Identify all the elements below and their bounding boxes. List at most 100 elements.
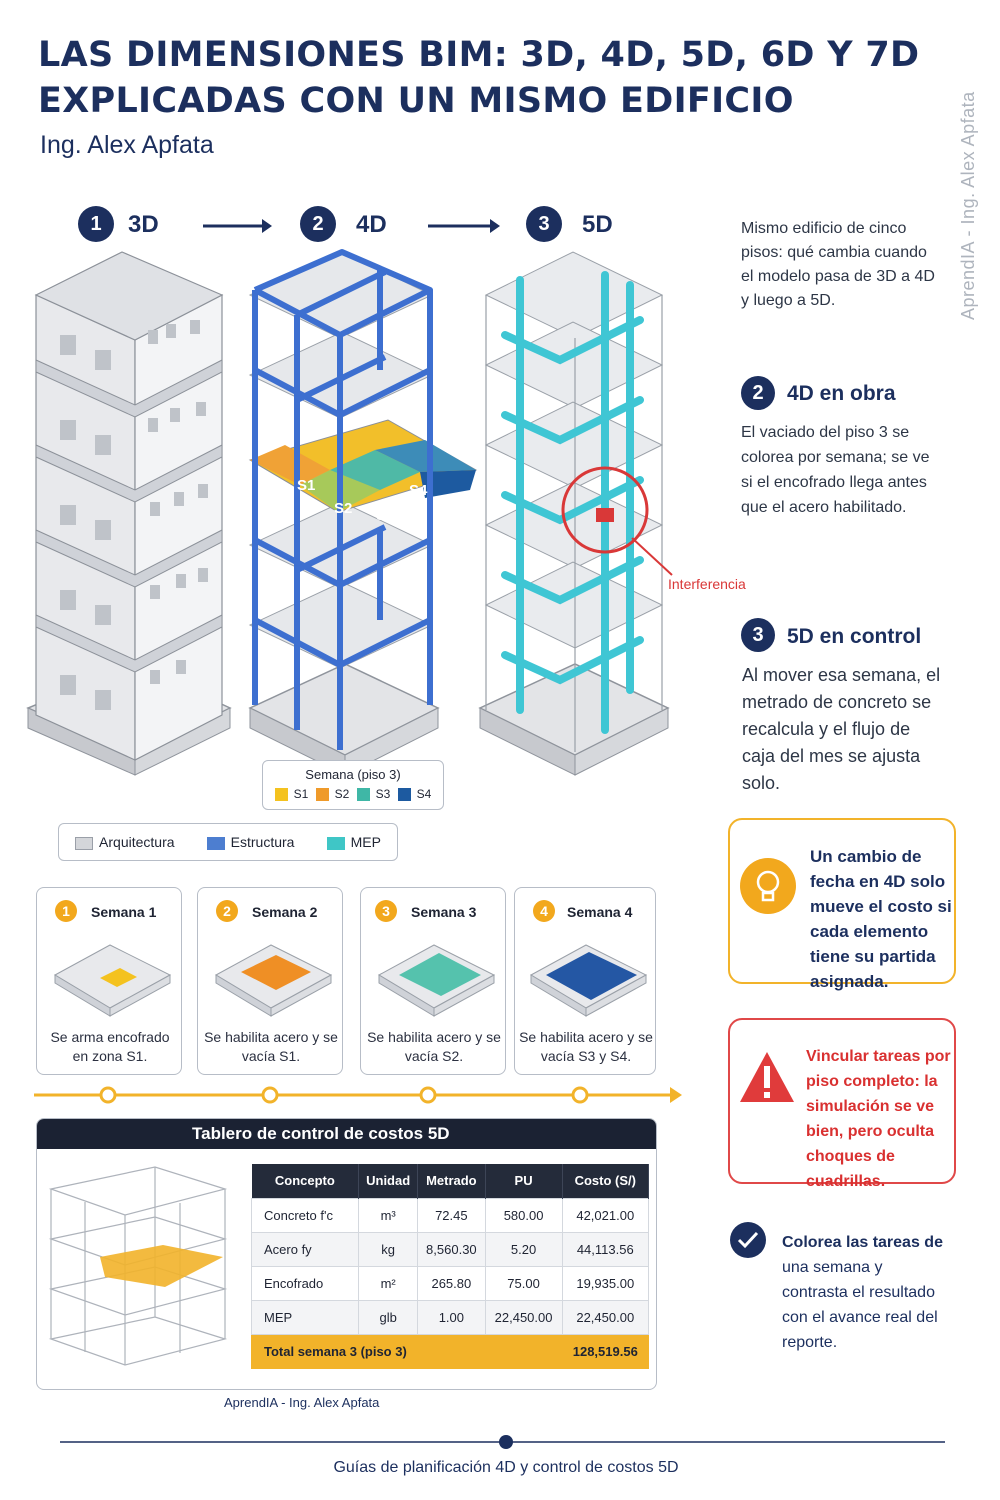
week-3-floor-icon (377, 944, 496, 1017)
building-3d-architecture (26, 251, 232, 776)
timeline (34, 1086, 682, 1104)
timeline-node (571, 1086, 589, 1104)
column-header: Metrado (417, 1164, 486, 1198)
column-header: Costo (S/) (562, 1164, 650, 1198)
week-2-text: Se habilita acero y se vacía S1. (204, 1029, 338, 1064)
lightbulb-icon (740, 858, 796, 914)
table-cell: 580.00 (484, 1197, 563, 1233)
table-cell: 5.20 (484, 1231, 563, 1267)
week-legend-title: Semana (piso 3) (305, 767, 401, 782)
table-row: Encofrado m² 265.80 75.00 19,935.00 (250, 1265, 650, 1301)
building-4d-structure (248, 249, 478, 776)
timeline-node (419, 1086, 437, 1104)
column-header: Concepto (251, 1164, 360, 1198)
timeline-node (99, 1086, 117, 1104)
table-cell: 8,560.30 (417, 1231, 486, 1267)
week-1-title: Semana 1 (91, 904, 157, 920)
section-5d-title: 5D en control (787, 625, 922, 648)
dashboard-title: Tablero de control de costos 5D (37, 1119, 656, 1149)
legend-item-estructura: Estructura (206, 834, 294, 850)
week-card-1: 1 Semana 1 Se arma encofrado en zona S1. (36, 887, 182, 1075)
week-card-4: 4 Semana 4 Se habilita acero y se vacía … (514, 887, 656, 1075)
check-icon (730, 1222, 766, 1258)
swatch-icon (326, 836, 345, 850)
warning-text: Vincular tareas por piso completo: la si… (806, 1048, 951, 1190)
legend-item-s4: S4 (397, 787, 431, 802)
step-1-label: 3D (128, 211, 159, 238)
intro-text: Mismo edificio de cinco pisos: qué cambi… (741, 220, 935, 309)
table-row: Concreto f'c m³ 72.45 580.00 42,021.00 (250, 1197, 650, 1233)
table-cell: Concreto f'c (250, 1197, 360, 1233)
step-2-label: 4D (356, 211, 387, 238)
week-3-badge: 3 (375, 900, 397, 922)
dashboard-building-icon (48, 1166, 228, 1366)
table-cell: 1.00 (417, 1299, 486, 1335)
week-3-title: Semana 3 (411, 904, 477, 920)
week-1-floor-icon (53, 944, 172, 1017)
table-cell: 72.45 (417, 1197, 486, 1233)
table-cell: 44,113.56 (561, 1231, 650, 1267)
table-cell: Encofrado (250, 1265, 360, 1301)
table-cell: m² (358, 1265, 419, 1301)
cost-table: Concepto Unidad Metrado PU Costo (S/) Co… (250, 1164, 650, 1369)
swatch-icon (75, 836, 94, 850)
week-legend: Semana (piso 3) S1 S2 S3 S4 (262, 760, 444, 810)
check-note-text: una semana y contrasta el resultado con … (782, 1259, 938, 1351)
building-5d-mep (478, 251, 673, 776)
clash-highlight-circle (561, 466, 649, 554)
table-header-row: Concepto Unidad Metrado PU Costo (S/) (251, 1164, 650, 1198)
week-2-floor-icon (214, 944, 333, 1017)
legend-item-arquitectura: Arquitectura (75, 834, 175, 850)
week-1-badge: 1 (55, 900, 77, 922)
zone-label-s4: S4 (409, 482, 428, 499)
table-cell: 19,935.00 (561, 1265, 650, 1301)
author-name: Ing. Alex Apfata (40, 131, 214, 159)
week-4-title: Semana 4 (567, 904, 633, 920)
week-2-title: Semana 2 (252, 904, 318, 920)
week-card-3: 3 Semana 3 Se habilita acero y se vacía … (360, 887, 506, 1075)
tip-text: Un cambio de fecha en 4D solo mueve el c… (810, 847, 952, 991)
timeline-node (261, 1086, 279, 1104)
zone-label-s3: S3 (376, 507, 395, 524)
table-cell: m³ (358, 1197, 419, 1233)
swatch-icon (356, 788, 370, 802)
warning-icon (740, 1052, 794, 1102)
cost-dashboard: Tablero de control de costos 5D Concepto… (36, 1118, 657, 1390)
table-row: Acero fy kg 8,560.30 5.20 44,113.56 (250, 1231, 650, 1267)
swatch-icon (397, 788, 411, 802)
credit-text: AprendIA - Ing. Alex Apfata (224, 1395, 380, 1410)
warning-callout: Vincular tareas por piso completo: la si… (728, 1018, 956, 1190)
title-line-1: LAS DIMENSIONES BIM: 3D, 4D, 5D, 6D Y 7D (38, 35, 920, 75)
step-1-badge: 1 (78, 206, 114, 242)
week-card-2: 2 Semana 2 Se habilita acero y se vacía … (197, 887, 343, 1075)
week-1-text: Se arma encofrado en zona S1. (50, 1029, 170, 1064)
table-total-row: Total semana 3 (piso 3) 128,519.56 (251, 1333, 650, 1369)
week-3-text: Se habilita acero y se vacía S2. (367, 1029, 501, 1064)
column-header: PU (485, 1164, 563, 1198)
table-cell: glb (358, 1299, 419, 1335)
table-cell: MEP (250, 1299, 360, 1335)
total-value: 128,519.56 (561, 1333, 650, 1369)
legend-item-s1: S1 (274, 787, 308, 802)
table-cell: 42,021.00 (561, 1197, 650, 1233)
table-cell: 265.80 (417, 1265, 486, 1301)
table-cell: Acero fy (250, 1231, 360, 1267)
zone-label-s2: S2 (334, 500, 353, 517)
total-label: Total semana 3 (piso 3) (251, 1333, 563, 1369)
step-3-badge: 3 (526, 206, 562, 242)
table-row: MEP glb 1.00 22,450.00 22,450.00 (250, 1299, 650, 1335)
zone-label-s1: S1 (297, 477, 316, 494)
buildings-illustration (26, 249, 673, 776)
section-4d-title: 4D en obra (787, 382, 896, 405)
check-note-bold: Colorea las tareas de (782, 1234, 943, 1251)
week-2-badge: 2 (216, 900, 238, 922)
legend-item-mep: MEP (326, 834, 381, 850)
week-4-floor-icon (529, 944, 648, 1017)
table-cell: 75.00 (484, 1265, 563, 1301)
step-2-badge: 2 (300, 206, 336, 242)
check-note: Colorea las tareas de una semana y contr… (782, 1230, 952, 1355)
section-5d-text: Al mover esa semana, el metrado de concr… (742, 665, 941, 793)
step-3-label: 5D (582, 211, 613, 238)
arrow-right-icon (203, 219, 272, 233)
footer-divider (60, 1435, 945, 1449)
